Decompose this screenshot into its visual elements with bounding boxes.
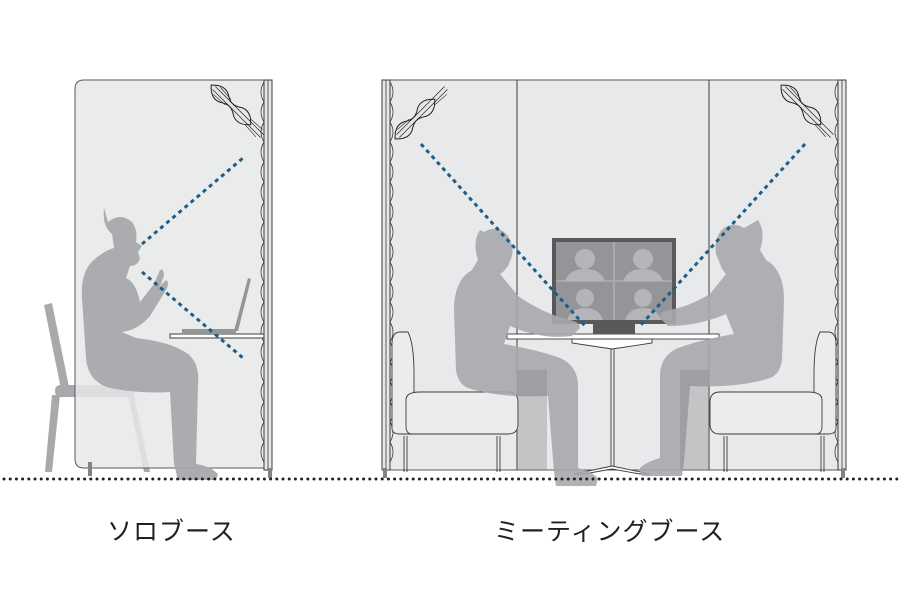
person-seated [81,208,219,480]
person-left [454,228,598,487]
video-call-participants [565,249,663,320]
solo-booth-label: ソロブース [107,517,236,546]
sound-path [419,142,807,328]
sound-path [141,156,244,360]
ceiling-speaker-right-icon [780,84,834,138]
solo-booth [44,79,273,480]
meeting-booth-label: ミーティングブース [494,517,726,546]
sofa-right [709,331,837,472]
monitor [552,238,676,334]
ceiling-speaker-icon [210,84,264,138]
acoustic-edge [260,81,265,463]
meeting-booth [381,79,847,487]
ceiling-speaker-left-icon [394,86,448,140]
person-right [640,220,784,476]
sofa-left [391,331,519,472]
